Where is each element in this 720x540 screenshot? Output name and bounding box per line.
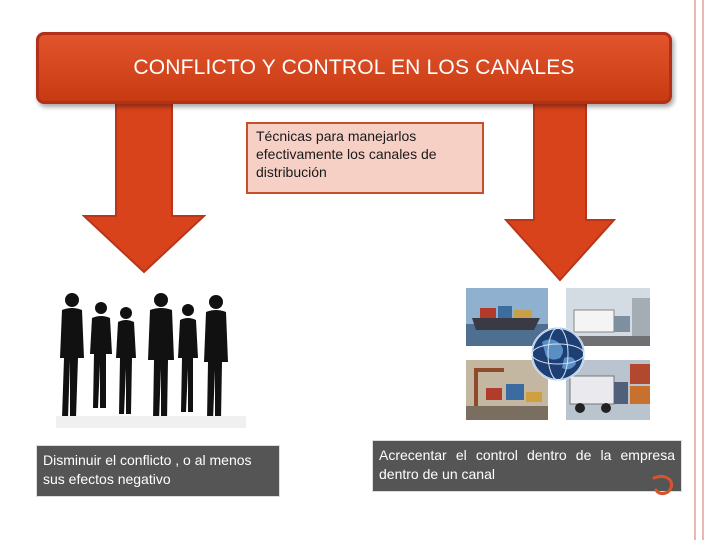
techniques-box: Técnicas para manejarlos efectivamente l… [246, 122, 484, 194]
title-banner: CONFLICTO Y CONTROL EN LOS CANALES [36, 32, 672, 104]
increase-control-text: Acrecentar el control dentro de la empre… [379, 447, 675, 482]
decorative-swirl-icon [652, 474, 674, 496]
reduce-conflict-caption: Disminuir el conflicto , o al menos sus … [36, 445, 280, 497]
business-people-image [56, 293, 246, 428]
slide-border [688, 0, 720, 540]
right-down-arrow [504, 102, 616, 282]
increase-control-caption: Acrecentar el control dentro de la empre… [372, 440, 682, 492]
left-down-arrow [82, 102, 206, 274]
border-line [702, 0, 704, 540]
reduce-conflict-text: Disminuir el conflicto , o al menos sus … [43, 452, 252, 487]
logistics-collage-image [466, 288, 650, 420]
title-text: CONFLICTO Y CONTROL EN LOS CANALES [133, 56, 575, 79]
border-line [694, 0, 696, 540]
techniques-text: Técnicas para manejarlos efectivamente l… [256, 128, 437, 180]
